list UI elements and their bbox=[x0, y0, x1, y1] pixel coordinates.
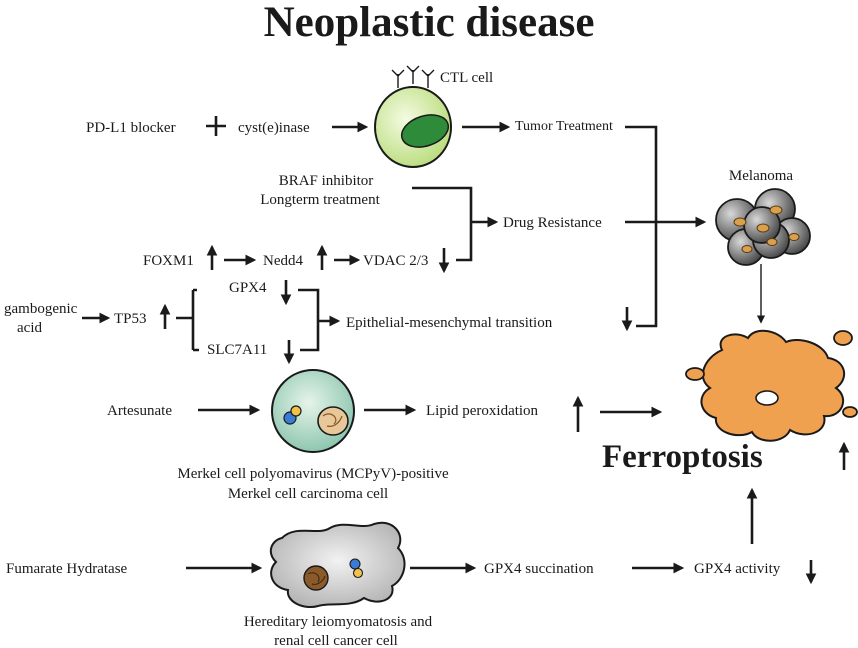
cysteinase-label: cyst(e)inase bbox=[238, 120, 310, 136]
braf-inhibitor-label: BRAF inhibitor bbox=[279, 173, 374, 189]
melanoma-cells-illustration bbox=[715, 188, 811, 266]
ctl-cell-illustration bbox=[374, 65, 452, 168]
gpx4-label: GPX4 bbox=[229, 280, 267, 296]
lipid-peroxidation-label: Lipid peroxidation bbox=[426, 403, 539, 419]
pdl1-blocker-label: PD-L1 blocker bbox=[86, 120, 176, 136]
slc7a11-label: SLC7A11 bbox=[207, 342, 267, 358]
hlrcc-line1-label: Hereditary leiomyomatosis and bbox=[244, 614, 433, 630]
ferroptosis-label: Ferroptosis bbox=[602, 439, 763, 475]
hlrcc-line2-label: renal cell cancer cell bbox=[274, 633, 398, 648]
fumarate-label: Fumarate Hydratase bbox=[6, 561, 128, 577]
page-title: Neoplastic disease bbox=[264, 0, 595, 46]
bracket-tp53-ends bbox=[193, 288, 199, 352]
merkel-line2-label: Merkel cell carcinoma cell bbox=[228, 486, 388, 502]
artesunate-label: Artesunate bbox=[107, 403, 172, 419]
longterm-treatment-label: Longterm treatment bbox=[260, 192, 380, 208]
gpx4-activity-label: GPX4 activity bbox=[694, 561, 781, 577]
plus-sign bbox=[206, 116, 226, 136]
tumor-treatment-label: Tumor Treatment bbox=[515, 119, 613, 134]
bracket-tp53 bbox=[176, 290, 195, 350]
vdac-label: VDAC 2/3 bbox=[363, 253, 428, 269]
nedd4-label: Nedd4 bbox=[263, 253, 303, 269]
merkel-line1-label: Merkel cell polyomavirus (MCPyV)-positiv… bbox=[177, 466, 449, 482]
emt-label: Epithelial-mesenchymal transition bbox=[346, 315, 553, 331]
gambogenic-label: gambogenic bbox=[4, 301, 78, 317]
gpx4-succination-label: GPX4 succination bbox=[484, 561, 594, 577]
connector-tumor-treatment bbox=[625, 125, 658, 328]
connector-braf bbox=[412, 186, 473, 262]
ferroptosis-cell-illustration bbox=[685, 329, 858, 442]
melanoma-label: Melanoma bbox=[729, 168, 793, 184]
tp53-label: TP53 bbox=[114, 311, 147, 327]
foxm1-label: FOXM1 bbox=[143, 253, 194, 269]
acid-label: acid bbox=[17, 320, 42, 336]
merkel-cell-illustration bbox=[271, 369, 355, 453]
drug-resistance-label: Drug Resistance bbox=[503, 215, 602, 231]
ctl-cell-label: CTL cell bbox=[440, 70, 493, 86]
hlrcc-cell-illustration bbox=[269, 521, 406, 608]
bracket-gpx4-slc7a11 bbox=[298, 288, 320, 352]
